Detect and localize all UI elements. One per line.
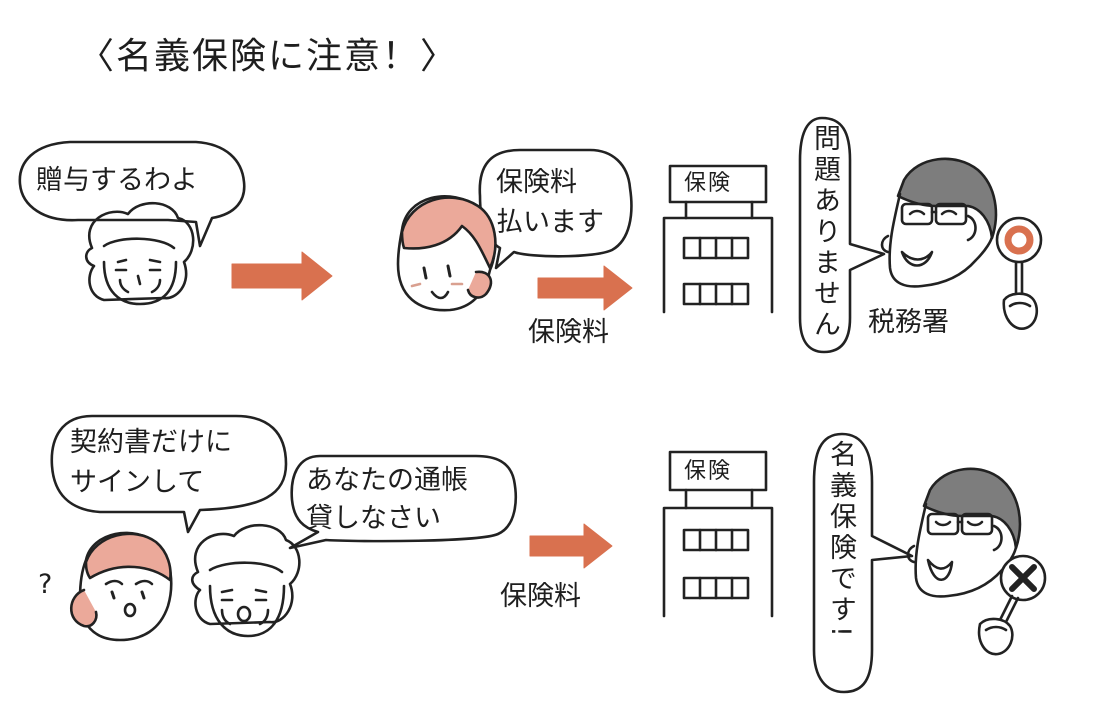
cross-sign-icon: [977, 554, 1047, 656]
officer-bottom-speech: 名義保険です!: [825, 440, 856, 641]
tax-officer-bottom: [906, 467, 1022, 598]
grandmother-bottom: [190, 523, 301, 638]
child-top: [396, 195, 497, 312]
officer-top-speech: 問題ありません: [809, 124, 840, 341]
speech-bubble-giver-top: [18, 140, 246, 248]
arrow-top-1: [231, 251, 333, 301]
insurance-building-top: [662, 164, 774, 314]
speech-bubble-child-top: [478, 148, 633, 270]
tax-officer-top: [880, 157, 998, 288]
mother-bottom-speech-line1: あなたの通帳: [306, 465, 468, 496]
question-mark: ?: [38, 569, 53, 600]
building-sign-top: 保険: [684, 171, 733, 196]
insurance-building-bottom: [662, 450, 774, 618]
premium-label-top: 保険料: [528, 317, 609, 348]
arrow-bottom: [529, 523, 613, 569]
child-top-speech-line2: 払います: [496, 207, 604, 238]
speech-bubble-officer-top: [798, 116, 886, 354]
speech-bubble-mother-bottom: [288, 454, 517, 550]
premium-label-bottom: 保険料: [500, 581, 581, 612]
speech-bubble-officer-bottom: [812, 432, 914, 694]
speech-bubble-giver-bottom: [50, 414, 288, 534]
child-bottom: [69, 531, 173, 642]
tax-office-label: 税務署: [868, 307, 949, 338]
building-sign-bottom: 保険: [684, 459, 733, 484]
child-top-speech-line1: 保険料: [496, 167, 577, 198]
mother-bottom-speech-line2: 貸しなさい: [306, 503, 441, 534]
giver-bottom-speech-line2: サインして: [70, 467, 205, 498]
page-title: 〈名義保険に注意！〉: [78, 36, 459, 77]
arrow-top-2: [537, 265, 633, 311]
circle-sign-icon: [995, 216, 1043, 330]
grandmother-top: [84, 201, 195, 306]
giver-top-speech: 贈与するわよ: [36, 165, 198, 196]
giver-bottom-speech-line1: 契約書だけに: [70, 427, 232, 458]
